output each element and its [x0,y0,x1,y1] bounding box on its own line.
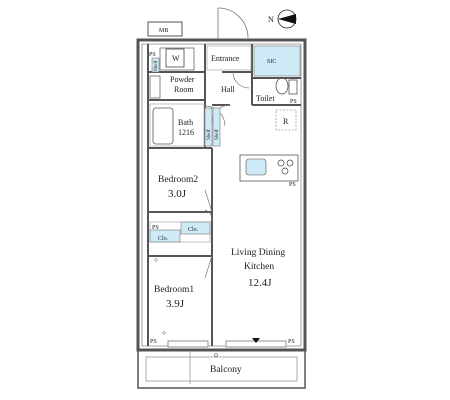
north-compass-icon: N [268,9,297,29]
bath-label-1: Bath [178,118,193,127]
powder-room-label-1: Powder [170,75,195,84]
ldk-label-2: Kitchen [244,262,274,272]
washer-label: W [172,54,180,63]
toilet-label: Toilet [256,94,275,103]
shelf-a-label: Shelf [207,129,212,140]
bedroom2-label: Bedroom2 [158,175,198,185]
ldk-size: 12.4J [248,277,272,289]
bedroom2-size: 3.0J [168,188,187,200]
shelf-b-label: Shelf [215,129,220,140]
powder-room-label-2: Room [174,85,194,94]
closet-b-label: Clo. [188,227,199,233]
balcony-label: Balcony [210,365,242,375]
ldk-label-1: Living Dining [231,248,285,258]
ps-bottom-right-label: PS [288,339,295,345]
hall-label: Hall [221,85,236,94]
toilet-fixture [275,77,298,95]
kitchen-counter [239,154,299,182]
ps-bottom-left-label: PS [150,339,157,345]
entrance-door-swing [217,7,249,39]
balcony: Balcony [137,349,306,389]
closet-a-label: Clo. [158,236,169,242]
bedroom1-size: 3.9J [166,298,185,310]
entrance-label: Entrance [211,54,240,63]
shelf-top-label: Shelf [154,60,159,71]
ps-mid-label: PS [152,225,159,231]
ps-kitchen-label: PS [289,182,296,188]
mb-label: MB [159,28,168,34]
compass-letter: N [268,15,274,24]
fridge-label: R [283,117,289,126]
ps-toilet-label: PS [290,99,297,105]
bedroom1-label: Bedroom1 [154,285,194,295]
bath-label-2: 1216 [178,128,194,137]
interior-walls [147,44,301,346]
ps-top-label: PS [149,52,156,58]
sic-label: SIC [267,59,276,65]
